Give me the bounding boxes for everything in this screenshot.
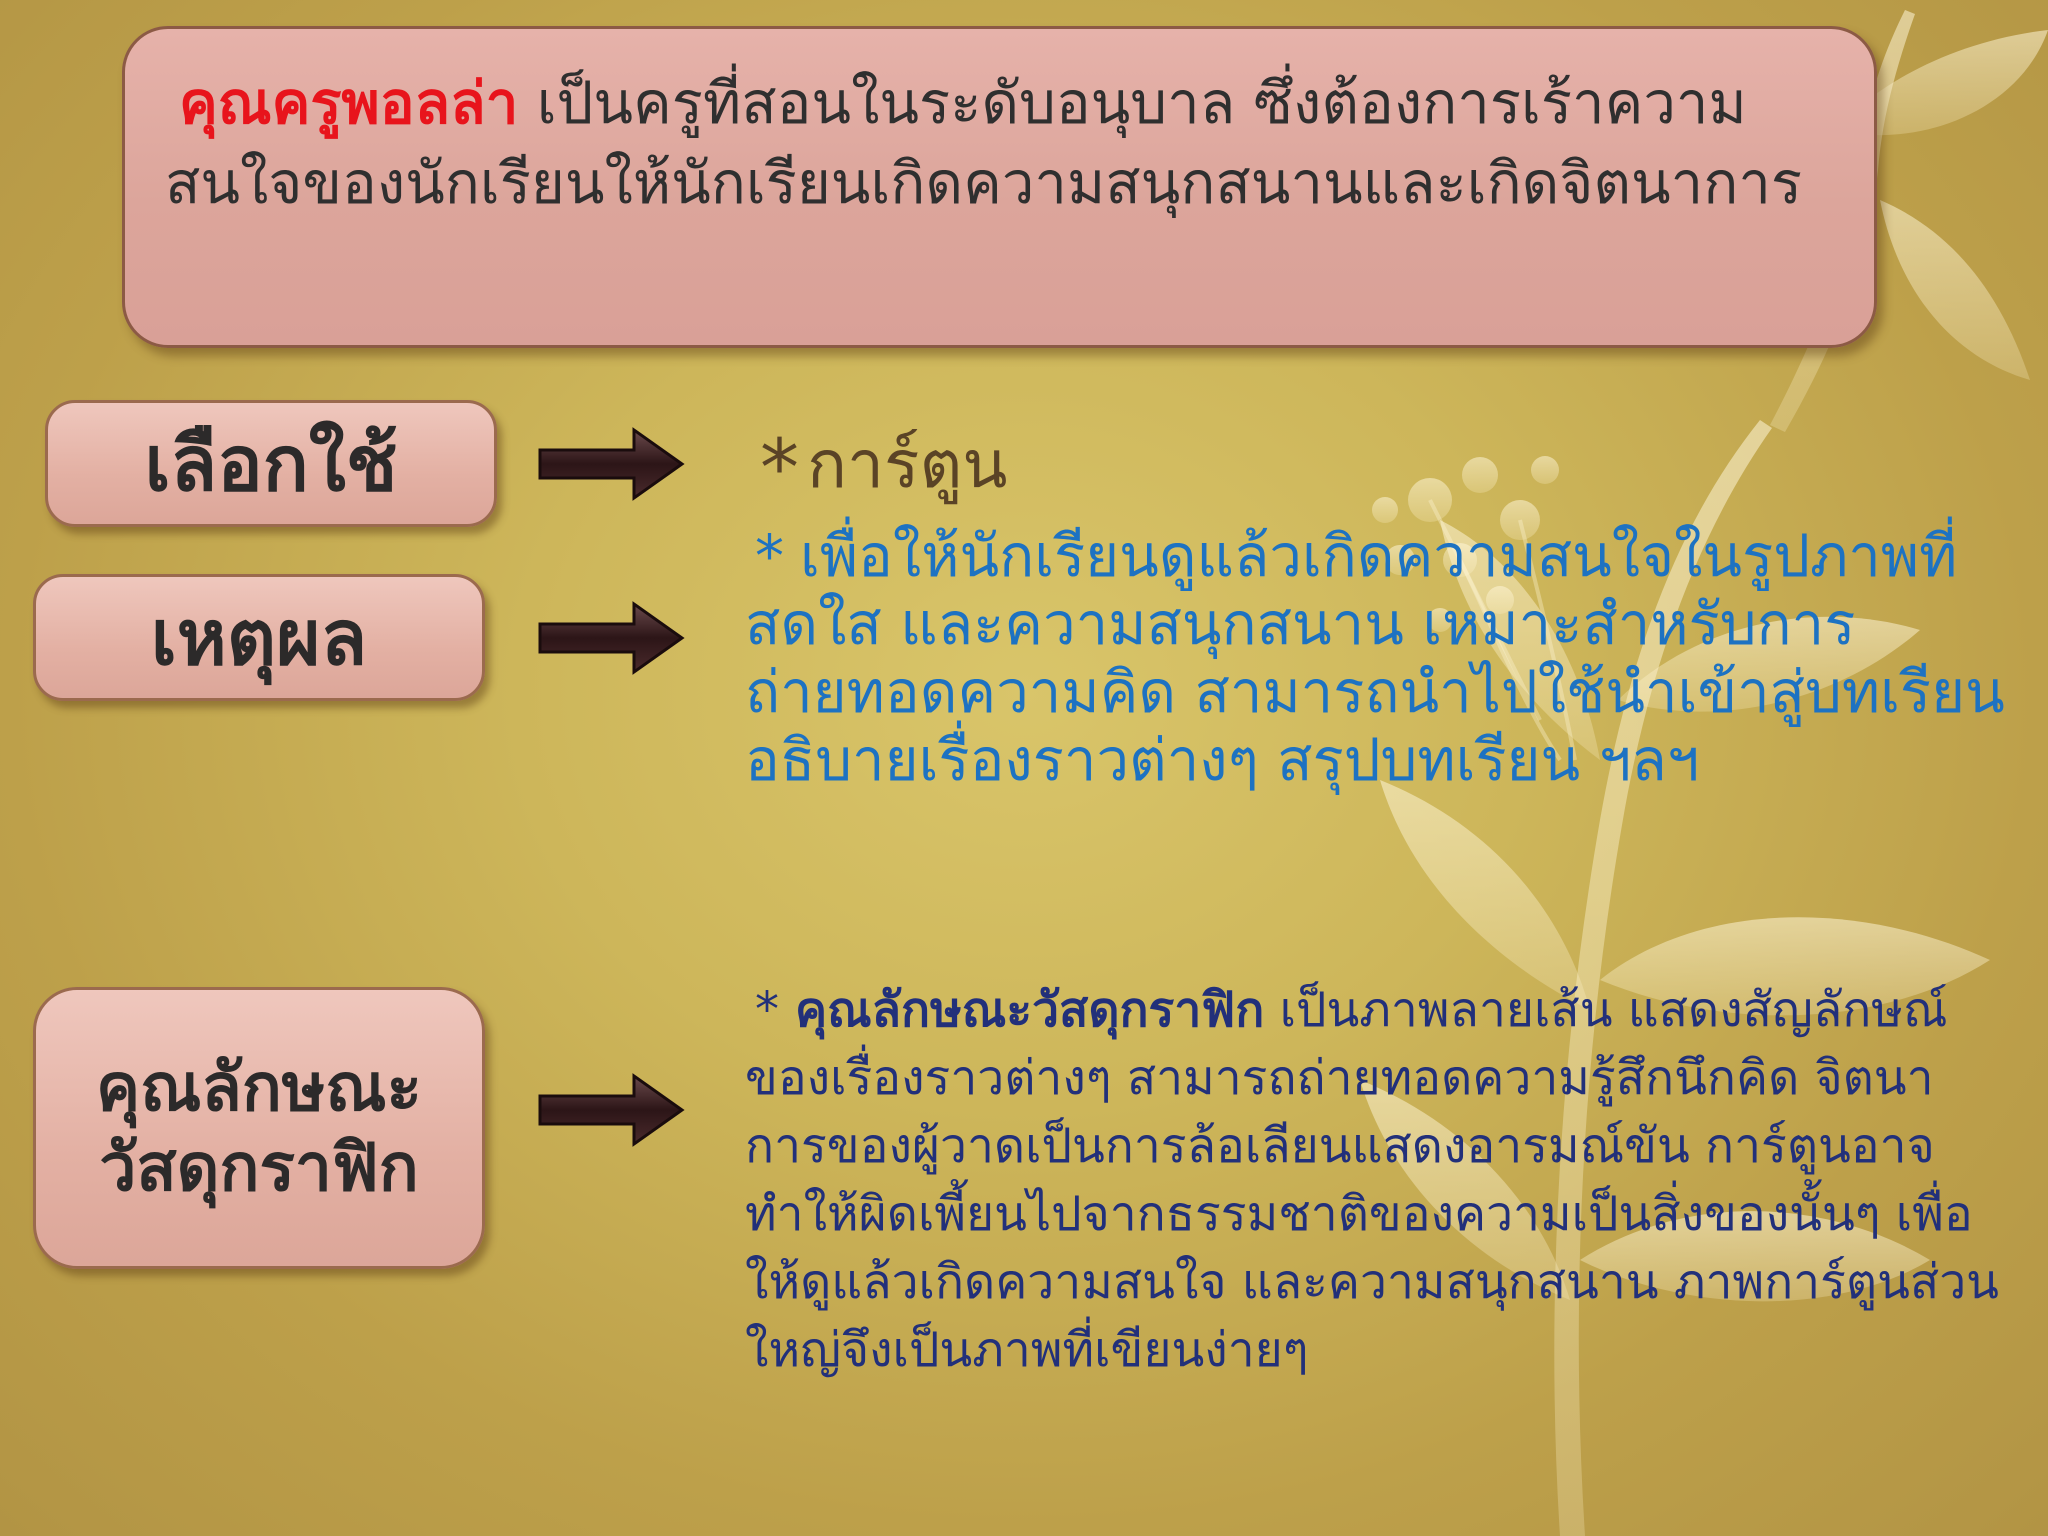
bullet-star: *	[755, 522, 784, 590]
reason-description: เพื่อให้นักเรียนดูแล้วเกิดความสนใจในรูปภ…	[745, 522, 2005, 794]
label-select: เลือกใช้	[45, 400, 497, 527]
teacher-name: คุณครูพอลล่า	[179, 69, 519, 137]
selected-media-text: การ์ตูน	[807, 426, 1008, 503]
intro-box: คุณครูพอลล่า เป็นครูที่สอนในระดับอนุบาล …	[122, 26, 1877, 348]
intro-text: คุณครูพอลล่า เป็นครูที่สอนในระดับอนุบาล …	[165, 63, 1834, 223]
label-properties: คุณลักษณะวัสดุกราฟิก	[33, 987, 485, 1269]
bullet-star: *	[755, 982, 779, 1038]
arrow-right-icon	[538, 601, 685, 675]
label-reason: เหตุผล	[33, 574, 485, 701]
properties-description: เป็นภาพลายเส้น แสดงสัญลักษณ์ของเรื่องราว…	[745, 982, 1999, 1378]
arrow-right-icon	[538, 427, 685, 501]
arrow-right-icon	[538, 1073, 685, 1147]
reason-text: *เพื่อให้นักเรียนดูแล้วเกิดความสนใจในรูป…	[745, 522, 2005, 794]
properties-term: คุณลักษณะวัสดุกราฟิก	[795, 982, 1265, 1038]
intro-description: เป็นครูที่สอนในระดับอนุบาล ซึ่งต้องการเร…	[165, 69, 1803, 217]
label-properties-text: คุณลักษณะวัสดุกราฟิก	[96, 1049, 422, 1206]
bullet-star: *	[760, 424, 799, 514]
properties-text: * คุณลักษณะวัสดุกราฟิก เป็นภาพลายเส้น แสด…	[745, 976, 2015, 1384]
selected-media: *การ์ตูน	[760, 420, 1007, 514]
